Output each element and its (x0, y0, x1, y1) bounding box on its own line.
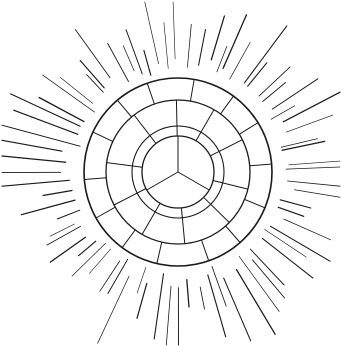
sun-ray (211, 16, 224, 60)
sun-ray (166, 286, 171, 345)
sun-ray (137, 267, 146, 293)
sun-ray (278, 207, 303, 216)
sun-ray (280, 200, 311, 208)
sun-ray (223, 15, 246, 69)
sun-ray (98, 276, 130, 343)
middle-ring-divider (181, 208, 184, 244)
sun-ray (286, 167, 340, 169)
outer-ring-divider (250, 164, 272, 166)
outer-ring-divider (122, 230, 135, 248)
outer-ring-divider (245, 199, 265, 207)
sun-ray (212, 267, 226, 307)
sun-ray (75, 30, 110, 78)
middle-ring-divider (196, 110, 214, 141)
outer-ring-divider (202, 240, 209, 261)
sun-ray (108, 43, 129, 81)
sun-ray (43, 191, 72, 196)
sun-ray (123, 46, 134, 71)
sun-ray (126, 30, 142, 74)
sun-ray (217, 46, 227, 72)
sun-ray (187, 280, 189, 307)
sun-ray (144, 50, 151, 75)
outer-ring-divider (147, 83, 154, 104)
outer-ring-divider (226, 226, 241, 243)
outer-ring-divider (117, 100, 131, 117)
middle-ring-divider (114, 189, 146, 206)
sun-ray (58, 210, 80, 219)
outer-ring-divider (96, 207, 115, 218)
outer-ring-divider (93, 132, 113, 141)
sun-ray (2, 140, 62, 151)
sun-ray (187, 24, 191, 67)
sun-ray (2, 180, 69, 186)
outer-ring-divider (84, 178, 106, 180)
middle-ring-divider (210, 140, 242, 156)
sun-ray (173, 2, 175, 59)
middle-ring-divider (213, 181, 248, 190)
sun-ray (200, 287, 204, 309)
sun-ray (50, 237, 85, 262)
sun-ray (21, 200, 75, 215)
sun-ray (11, 94, 81, 126)
sun-ray (79, 241, 96, 256)
sun-ray (250, 249, 284, 285)
core-divider (147, 172, 178, 190)
sun-ray (272, 79, 318, 109)
middle-ring-divider (142, 203, 160, 234)
outer-ring-divider (157, 242, 162, 264)
outer-ring-divider (190, 79, 194, 101)
sun-ray (208, 275, 226, 337)
sun-ray (2, 156, 66, 162)
middle-ring-divider (107, 163, 143, 168)
sun-ray (154, 274, 163, 339)
middle-ring-divider (176, 100, 177, 136)
sun-ray (284, 219, 331, 240)
sun-ray (50, 224, 74, 236)
sun-ray (145, 2, 159, 64)
sun-ray (252, 260, 284, 298)
outer-ring-divider (239, 123, 258, 135)
sun-rings (84, 78, 272, 266)
core-divider (178, 172, 209, 190)
sun-ray (2, 125, 80, 146)
sun-rays (2, 2, 340, 345)
sun-ray (289, 161, 340, 165)
sun-ray (199, 30, 206, 66)
sun-ray (89, 249, 110, 273)
sun-ray (294, 190, 340, 198)
sun-ray (244, 26, 286, 83)
sun-ray (230, 43, 250, 80)
sun-ray (288, 181, 341, 186)
sun-ray (164, 23, 168, 69)
sun-ray (43, 75, 95, 112)
sun-ray (72, 243, 106, 276)
sun-ray (281, 139, 317, 148)
sun-ray (100, 261, 120, 291)
sun-ray (286, 115, 332, 132)
sun-ray (263, 83, 286, 102)
middle-ring-divider (204, 197, 230, 222)
sun-ray (271, 226, 331, 261)
outer-ring-divider (221, 96, 234, 114)
